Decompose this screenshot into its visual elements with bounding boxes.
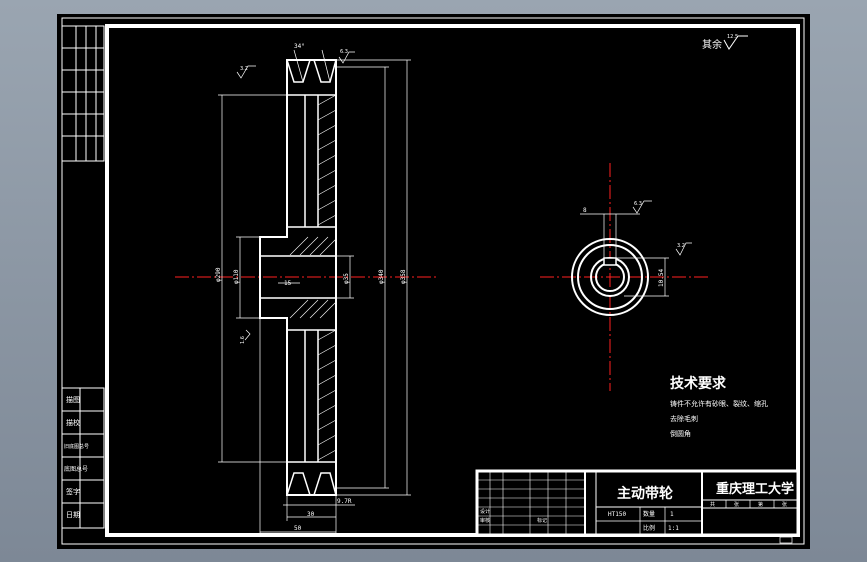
strip-label-3: 旧底图总号 [64,443,89,450]
dim-left-hub: φ110 [233,269,240,284]
other-roughness-note: 其余 12.5 [702,34,748,51]
tech-req-line-3: 倒圆角 [670,429,691,438]
roughness-symbol [723,35,748,50]
tb-left-label-3: 标记 [537,517,547,524]
qty-value: 1 [670,511,674,518]
other-roughness-label: 其余 [702,38,722,51]
roughness-value-2: 6.3 [340,49,348,55]
sheet-corner-mark [779,536,793,544]
dim-bottom-right: 9.7R [337,498,352,505]
tech-req-line-1: 铸件不允许有砂眼、裂纹、缩孔 [670,399,768,408]
dim-bore: φ35 [343,273,350,284]
keyway-width-label: 8 [583,207,587,214]
outer-border [61,17,805,545]
strip-label-5: 签字 [66,487,80,496]
keyway-depth-label: 10.54 [658,269,665,287]
roughness-symbol-value: 12.5 [727,34,738,40]
tech-req-title: 技术要求 [670,375,727,392]
title-block: 主动带轮 重庆理工大学 HT150 数量 1 比例 1:1 设计 审核 标记 共… [475,469,800,537]
pulley-section-view [259,59,337,496]
tb-small-4: 张 [782,501,787,508]
dim-width-total: 50 [294,525,302,532]
institution-name: 重庆理工大学 [716,481,794,497]
groove-angle-label: 34° [294,43,305,50]
inner-frame [105,24,800,537]
strip-label-6: 日期 [66,511,80,519]
dim-left-outer: φ290 [215,267,222,282]
dimension-lines [218,49,411,536]
scale-label: 比例 [643,524,655,532]
dim-width-inner: 30 [307,511,315,518]
tb-left-label-2: 审核 [480,517,490,524]
dim-groove-pitch: 15 [284,280,292,287]
tb-left-label-1: 设计 [480,508,490,515]
section-roughness-marks [236,51,355,341]
part-name: 主动带轮 [617,485,673,502]
dim-outer: φ358 [400,269,407,284]
strip-label-1: 描图 [66,395,80,404]
roughness-value-5: 3.2 [677,243,685,249]
drawing-sheet [57,14,810,549]
roughness-value-3: 1.6 [240,336,246,344]
tech-req-line-2: 去除毛刺 [670,414,698,423]
tb-small-2: 张 [734,501,739,508]
dim-pitch: φ340 [378,269,385,284]
technical-requirements: 技术要求 铸件不允许有砂眼、裂纹、缩孔 去除毛刺 倒圆角 [670,375,768,438]
hub-end-view [540,163,711,391]
material-value: HT150 [608,511,626,518]
strip-label-4: 底图总号 [64,465,88,473]
roughness-value-4: 6.3 [634,201,642,207]
qty-label: 数量 [643,510,655,518]
roughness-value-1: 3.2 [240,66,248,72]
tb-small-3: 第 [758,501,763,508]
scale-value: 1:1 [668,525,679,532]
tb-small-1: 共 [710,501,715,508]
left-binding-strip: 描图 描校 旧底图总号 底图总号 签字 日期 [61,25,105,529]
strip-label-2: 描校 [66,418,80,427]
